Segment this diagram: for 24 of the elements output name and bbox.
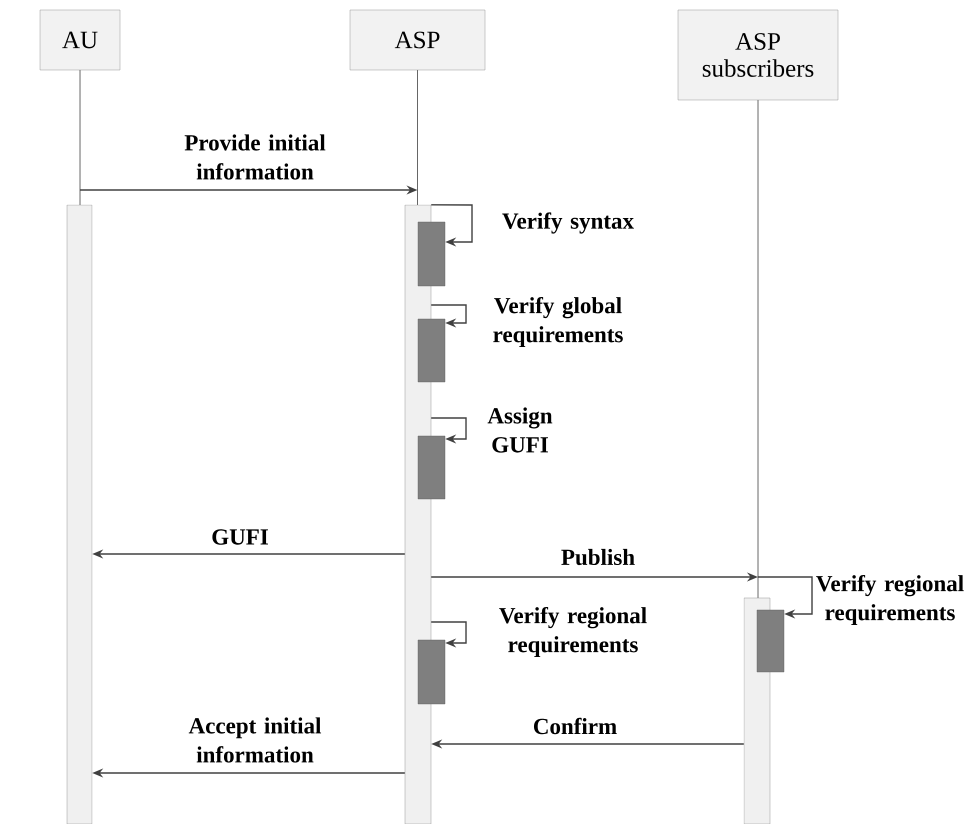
execution-box (418, 640, 446, 704)
participant-box: ASP subscribers (678, 10, 838, 100)
message-arrow (758, 576, 813, 619)
edge-label: Confirm (534, 718, 617, 734)
message-arrow (431, 204, 473, 247)
edge-label: Accept initial information (188, 717, 322, 763)
edge-label: Verify regional requirements (816, 574, 964, 626)
edge-label: Assign GUFI (488, 407, 552, 453)
edge-label: Provide initial information (184, 134, 326, 180)
participant-box: ASP (350, 10, 486, 70)
execution-box (418, 222, 446, 286)
edge-label: Verify global requirements (493, 296, 623, 348)
message-arrow (431, 621, 467, 648)
participant-box: AU (40, 10, 120, 70)
execution-box (418, 436, 446, 500)
message-arrow (431, 417, 467, 444)
activation-bar (66, 204, 92, 824)
execution-box (756, 610, 784, 672)
edge-label: GUFI (212, 529, 268, 545)
edge-label: Verify regional requirements (499, 606, 647, 658)
execution-box (418, 318, 446, 382)
edge-label: Verify syntax (502, 212, 634, 234)
message-arrow (431, 304, 467, 328)
edge-label: Publish (561, 548, 635, 566)
